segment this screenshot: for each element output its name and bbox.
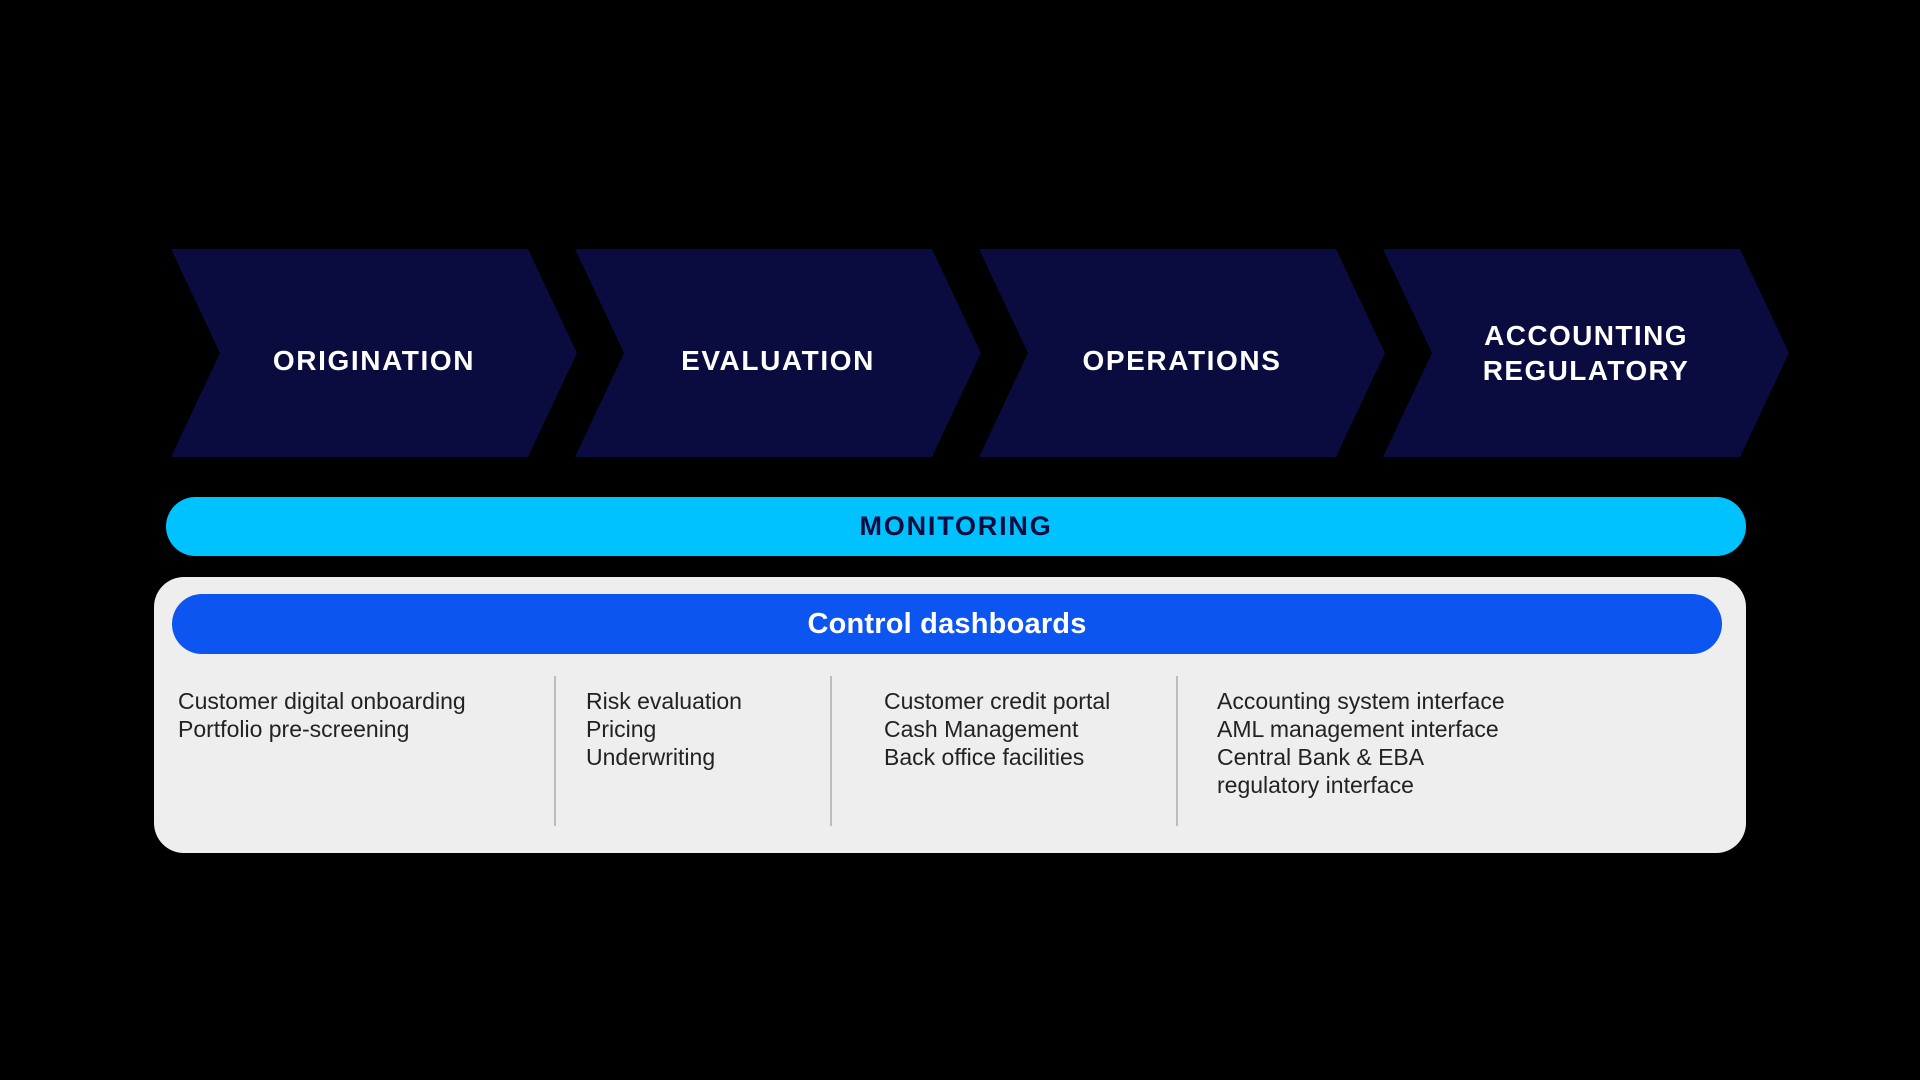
list-item: Pricing (586, 716, 657, 742)
list-item: Risk evaluation (586, 688, 742, 714)
process-stage-row: ORIGINATION EVALUATION OPERATIONS ACCOUN… (0, 249, 1920, 457)
control-dashboards-panel: Control dashboards Customer digital onbo… (154, 577, 1746, 853)
list-item: regulatory interface (1217, 772, 1414, 798)
stage-chevron-origination[interactable]: ORIGINATION (171, 249, 577, 457)
stage-chevron-accounting-regulatory[interactable]: ACCOUNTING REGULATORY (1383, 249, 1789, 457)
capability-column-operations: Customer credit portal Cash Management B… (830, 676, 1176, 826)
monitoring-bar[interactable]: MONITORING (166, 497, 1746, 556)
stage-chevron-evaluation[interactable]: EVALUATION (575, 249, 981, 457)
list-item: Portfolio pre-screening (178, 716, 410, 742)
list-item: Cash Management (884, 716, 1079, 742)
stage-label: OPERATIONS (1082, 344, 1282, 376)
stage-label: ACCOUNTING REGULATORY (1482, 320, 1690, 386)
capability-column-evaluation: Risk evaluation Pricing Underwriting (554, 676, 830, 826)
list-item: Accounting system interface (1217, 688, 1505, 714)
capability-columns: Customer digital onboarding Portfolio pr… (154, 676, 1746, 826)
list-item: Customer credit portal (884, 688, 1111, 714)
stage-chevron-operations[interactable]: OPERATIONS (979, 249, 1385, 457)
list-item: Back office facilities (884, 744, 1085, 770)
stage-label: ORIGINATION (272, 344, 476, 376)
monitoring-label: MONITORING (859, 511, 1053, 541)
control-dashboards-title: Control dashboards (807, 607, 1087, 640)
list-item: Underwriting (586, 744, 716, 770)
list-item: Central Bank & EBA (1217, 744, 1425, 770)
capability-column-accounting-regulatory: Accounting system interface AML manageme… (1176, 676, 1746, 826)
list-item: Customer digital onboarding (178, 688, 466, 714)
control-dashboards-bar[interactable]: Control dashboards (172, 594, 1722, 654)
capability-column-origination: Customer digital onboarding Portfolio pr… (154, 676, 554, 826)
list-item: AML management interface (1217, 716, 1499, 742)
stage-label: EVALUATION (681, 344, 875, 376)
